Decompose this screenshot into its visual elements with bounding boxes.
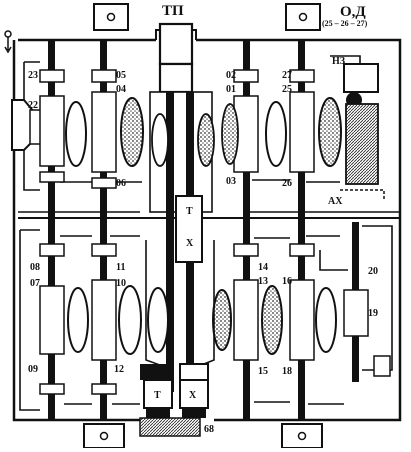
label-11: 11 (116, 262, 125, 273)
terminal-bottom-right (281, 423, 323, 449)
unit-col-c-bottom (233, 243, 283, 361)
label-ax: АХ (328, 196, 343, 207)
unit-col-a-bottom (39, 243, 89, 395)
label-03: 03 (226, 176, 236, 187)
label-04: 04 (116, 84, 126, 95)
label-x-sensor: Х (189, 390, 197, 401)
label-nz: НЗ (332, 56, 345, 67)
unit-col-a-top (39, 69, 87, 183)
label-15: 15 (258, 366, 268, 377)
sensor-x (179, 363, 209, 418)
unit-col-d-top (289, 69, 342, 173)
label-07: 07 (30, 278, 40, 289)
clutch-assembly (340, 63, 385, 200)
header-right-subtitle: (25 – 26 – 27) (322, 19, 368, 28)
label-08: 08 (30, 262, 40, 273)
label-01: 01 (226, 84, 236, 95)
wires (19, 55, 393, 411)
terminal-bottom-left (83, 423, 125, 449)
unit-col-b-bottom (91, 243, 142, 395)
label-x-upper: Х (186, 238, 194, 249)
label-26: 26 (282, 178, 292, 189)
label-02: 02 (226, 70, 236, 81)
unit-col-b-top (91, 69, 144, 189)
label-23: 23 (28, 70, 38, 81)
ground-symbol (4, 30, 12, 54)
unit-col-c-top (221, 69, 287, 173)
label-13: 13 (258, 276, 268, 287)
center-tp-block (145, 22, 232, 392)
label-20: 20 (368, 266, 378, 277)
label-t-sensor: Т (154, 390, 161, 401)
label-16: 16 (282, 276, 292, 287)
label-18: 18 (282, 366, 292, 377)
sensor-t (139, 364, 201, 437)
label-t-upper: Т (186, 206, 193, 217)
header-right-title: О,Д (340, 4, 366, 20)
label-05: 05 (116, 70, 126, 81)
label-22: 22 (28, 100, 38, 111)
terminal-top-right (285, 3, 321, 31)
unit-col-e-bottom (343, 289, 391, 377)
label-19: 19 (368, 308, 378, 319)
label-10: 10 (116, 278, 126, 289)
label-12: 12 (114, 364, 124, 375)
terminal-top-left (93, 3, 129, 31)
unit-col-d-bottom (289, 243, 337, 361)
header-center-title: ТП (162, 3, 184, 19)
label-25: 25 (282, 84, 292, 95)
label-06: 06 (116, 178, 126, 189)
label-27: 27 (282, 70, 292, 81)
label-09: 09 (28, 364, 38, 375)
label-14: 14 (258, 262, 268, 273)
label-68: 68 (204, 424, 214, 435)
